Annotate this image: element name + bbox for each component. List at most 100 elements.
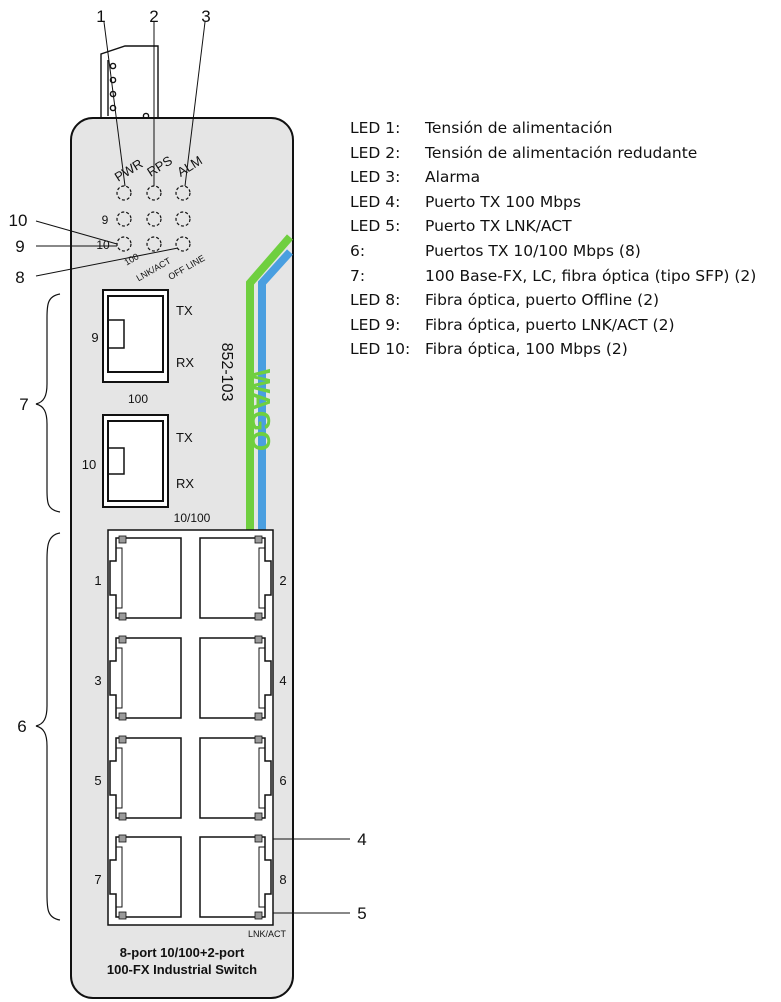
sfp-port-9[interactable]	[102, 289, 169, 383]
callout-2: 2	[149, 7, 158, 26]
callout-10: 10	[9, 211, 28, 230]
port-led	[254, 735, 263, 744]
callout-lines	[35, 21, 350, 914]
port-led	[118, 535, 127, 544]
led-port9-offline	[175, 211, 191, 227]
port-led	[118, 612, 127, 621]
rj45-port-number: 3	[94, 673, 101, 688]
legend-row: LED 2: Tensión de alimentación redudante	[350, 141, 756, 166]
footer-line2: 100-FX Industrial Switch	[107, 962, 257, 977]
legend-row: LED 10: Fibra óptica, 100 Mbps (2)	[350, 337, 756, 362]
wago-stripes	[246, 234, 294, 540]
legend-row: LED 4: Puerto TX 100 Mbps	[350, 190, 756, 215]
legend-key: LED 4:	[350, 192, 401, 211]
legend-text: 100 Base-FX, LC, fibra óptica (tipo SFP)…	[425, 266, 757, 285]
led-port10-lnkact	[146, 236, 162, 252]
rj45-port-1[interactable]	[109, 535, 182, 621]
rj45-port-3[interactable]	[109, 635, 182, 721]
sfp9-tx: TX	[176, 303, 193, 318]
rj45-port-4[interactable]	[199, 635, 272, 721]
callout-8: 8	[15, 268, 24, 287]
legend-text: Puerto TX LNK/ACT	[425, 217, 572, 236]
callout-7: 7	[19, 395, 28, 414]
rj45-port-7[interactable]	[109, 834, 182, 920]
port-led	[254, 635, 263, 644]
port-led	[254, 535, 263, 544]
port-led	[118, 635, 127, 644]
port-led	[254, 612, 263, 621]
callout-1: 1	[96, 7, 105, 26]
led-legend: LED 1:Tensión de alimentación LED 2: Tens…	[350, 116, 756, 362]
legend-text: Puertos TX 10/100 Mbps (8)	[425, 241, 641, 260]
sfp10-speed: 10/100	[174, 511, 211, 525]
led-port10-offline	[175, 236, 191, 252]
led-row9-label: 9	[102, 213, 109, 227]
legend-row: LED 9: Fibra óptica, puerto LNK/ACT (2)	[350, 313, 756, 338]
rj45-port-2[interactable]	[199, 535, 272, 621]
rj45-port-8[interactable]	[199, 834, 272, 920]
model-number: 852-103	[218, 343, 235, 402]
legend-key: 7:	[350, 266, 366, 285]
rj45-port-6[interactable]	[199, 735, 272, 821]
legend-text: Puerto TX 100 Mbps	[425, 192, 581, 211]
brace-7	[35, 293, 61, 513]
port-led	[254, 911, 263, 920]
rj45-port-number: 2	[279, 573, 286, 588]
legend-key: LED 9:	[350, 315, 401, 334]
callout-9: 9	[15, 237, 24, 256]
legend-row: 7: 100 Base-FX, LC, fibra óptica (tipo SF…	[350, 264, 756, 289]
callout-5: 5	[357, 904, 366, 923]
rj45-port-number: 4	[279, 673, 286, 688]
port-led	[118, 812, 127, 821]
legend-row: LED 1:Tensión de alimentación	[350, 116, 756, 141]
sfp9-number: 9	[91, 330, 98, 345]
port-led	[254, 812, 263, 821]
callout-6: 6	[17, 717, 26, 736]
legend-text: Fibra óptica, puerto Offline (2)	[425, 291, 660, 310]
legend-text: Fibra óptica, puerto LNK/ACT (2)	[425, 315, 675, 334]
led-pwr	[116, 185, 132, 201]
port-led	[118, 735, 127, 744]
legend-text: Fibra óptica, 100 Mbps (2)	[425, 340, 628, 359]
legend-key: LED 8:	[350, 291, 401, 310]
legend-key: LED 3:	[350, 168, 401, 187]
port-led	[118, 911, 127, 920]
rj45-port-number: 8	[279, 872, 286, 887]
rj45-led-label: LNK/ACT	[248, 929, 287, 939]
led-port9-lnkact	[146, 211, 162, 227]
rj45-port-number: 6	[279, 773, 286, 788]
led-port9-100	[116, 211, 132, 227]
legend-text: Tensión de alimentación	[425, 119, 613, 137]
rj45-port-5[interactable]	[109, 735, 182, 821]
rj45-block	[107, 529, 274, 926]
brand-logo: WAGO	[246, 369, 276, 451]
legend-text: Alarma	[425, 168, 481, 187]
rj45-port-number: 5	[94, 773, 101, 788]
sfp10-rx: RX	[176, 476, 194, 491]
din-rail-clip	[100, 45, 159, 120]
callout-3: 3	[201, 7, 210, 26]
legend-text: Tensión de alimentación redudante	[425, 143, 698, 162]
legend-row: LED 5: Puerto TX LNK/ACT	[350, 214, 756, 239]
port-led	[118, 834, 127, 843]
sfp-port-10[interactable]	[102, 414, 169, 508]
led-alm	[175, 185, 191, 201]
port-led	[254, 712, 263, 721]
legend-key: LED 5:	[350, 217, 401, 236]
legend-key: 6:	[350, 241, 366, 260]
sfp9-rx: RX	[176, 355, 194, 370]
legend-key: LED 2:	[350, 143, 401, 162]
legend-row: LED 8: Fibra óptica, puerto Offline (2)	[350, 288, 756, 313]
sfp10-tx: TX	[176, 430, 193, 445]
legend-key: LED 10:	[350, 340, 411, 359]
callout-4: 4	[357, 830, 366, 849]
port-led	[254, 834, 263, 843]
legend-row: 6: Puertos TX 10/100 Mbps (8)	[350, 239, 756, 264]
sfp9-speed: 100	[128, 392, 148, 406]
rj45-port-number: 1	[94, 573, 101, 588]
footer-line1: 8-port 10/100+2-port	[120, 945, 245, 960]
led-grid	[116, 185, 191, 252]
legend-row: LED 3: Alarma	[350, 165, 756, 190]
